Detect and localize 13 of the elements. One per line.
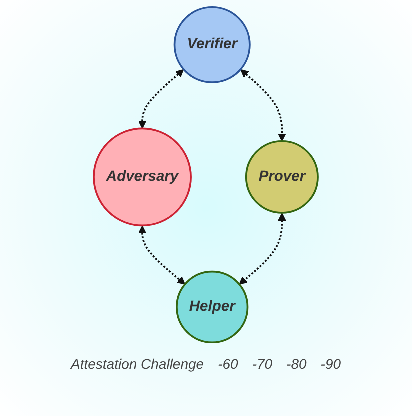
node-circle: Helper (176, 270, 249, 344)
arrow (138, 226, 186, 285)
arrow (240, 69, 286, 142)
node-circle: Verifier (174, 6, 251, 84)
node-circle: Prover (245, 140, 319, 214)
annotation-text: -60 (218, 356, 238, 372)
annotation-text: -90 (320, 356, 342, 372)
annotation-text: -80 (286, 356, 307, 372)
annotation-text: -70 (252, 356, 273, 372)
arrow (138, 69, 184, 130)
arrow (239, 213, 286, 285)
node-circle: Adversary (93, 128, 192, 227)
annotation-text: Attestation Challenge (70, 356, 204, 372)
